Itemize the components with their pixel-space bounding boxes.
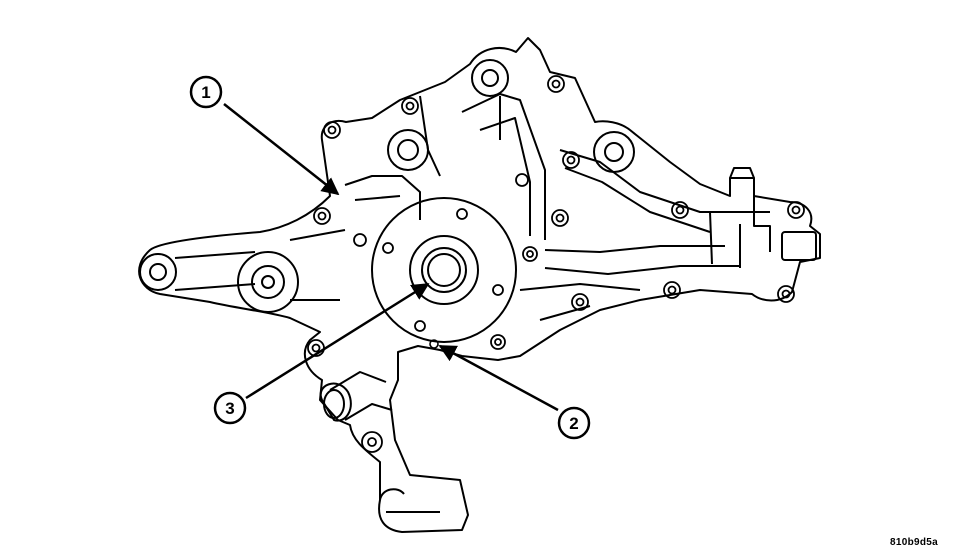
callout-1: 1	[189, 75, 223, 109]
leader-line-3	[245, 282, 430, 400]
pump-housing	[138, 37, 821, 533]
callout-label-3: 3	[225, 399, 234, 418]
callout-3: 3	[213, 391, 247, 425]
figure-code: 810b9d5a	[890, 537, 938, 548]
leader-lines	[223, 103, 559, 412]
callout-label-2: 2	[569, 414, 578, 433]
leader-line-2	[438, 344, 559, 412]
callout-2: 2	[557, 406, 591, 440]
leader-line-1	[223, 103, 340, 196]
callout-label-1: 1	[201, 83, 210, 102]
